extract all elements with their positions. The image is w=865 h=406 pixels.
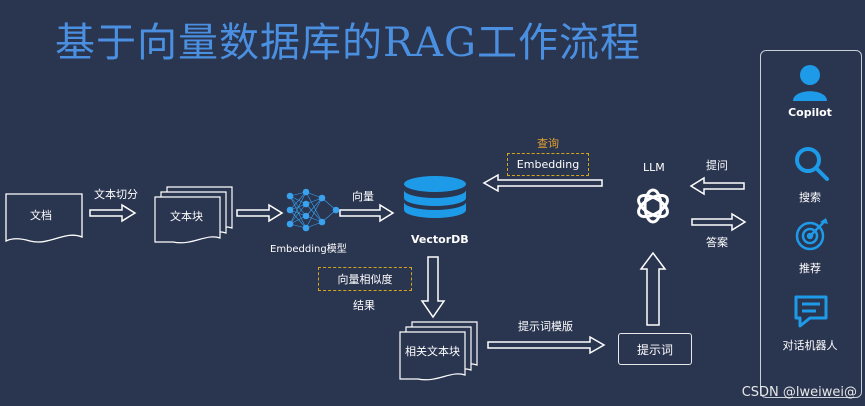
embedding-model-label: Embedding模型 bbox=[270, 244, 347, 255]
query-embedding-box: Embedding bbox=[507, 153, 589, 176]
result-label: 结果 bbox=[353, 299, 375, 312]
llm-logo-icon bbox=[637, 188, 669, 224]
arrow-to-prompt bbox=[487, 335, 606, 355]
arrow-prompt-up bbox=[639, 251, 667, 326]
copilot-label: Copilot bbox=[788, 106, 832, 119]
document-shape bbox=[5, 193, 83, 243]
ask-label: 提问 bbox=[706, 159, 728, 172]
arrow-query-to-vectordb bbox=[482, 173, 603, 193]
answer-label: 答案 bbox=[706, 236, 728, 249]
similarity-box: 向量相似度 bbox=[318, 267, 412, 291]
diagram-title: 基于向量数据库的RAG工作流程 bbox=[55, 20, 641, 66]
arrow-vectordb-down bbox=[420, 256, 446, 319]
arrow-answer bbox=[691, 212, 747, 232]
neural-network-icon bbox=[286, 188, 340, 232]
query-label: 查询 bbox=[537, 137, 559, 150]
applications-panel bbox=[760, 50, 862, 398]
document-label: 文档 bbox=[30, 209, 52, 222]
database-icon bbox=[404, 176, 466, 218]
related-chunks-shape bbox=[399, 321, 478, 381]
chunks-shape bbox=[154, 186, 233, 244]
vectordb-label: VectorDB bbox=[411, 233, 469, 246]
chunks-label: 文本块 bbox=[170, 210, 203, 223]
search-label: 搜索 bbox=[799, 191, 821, 204]
vector-label: 向量 bbox=[352, 190, 374, 203]
recommend-label: 推荐 bbox=[799, 262, 821, 275]
split-label: 文本切分 bbox=[94, 188, 138, 201]
llm-label: LLM bbox=[643, 161, 665, 174]
arrow-to-embedding bbox=[236, 203, 284, 223]
watermark: CSDN @lweiwei@ bbox=[741, 385, 857, 400]
arrow-ask bbox=[689, 176, 745, 196]
related-chunks-label: 相关文本块 bbox=[405, 345, 460, 358]
prompt-template-label: 提示词模版 bbox=[518, 320, 573, 333]
arrow-to-vectordb bbox=[339, 203, 395, 223]
chatbot-label: 对话机器人 bbox=[782, 339, 838, 352]
arrow-split bbox=[89, 203, 137, 223]
prompt-box: 提示词 bbox=[618, 333, 692, 365]
